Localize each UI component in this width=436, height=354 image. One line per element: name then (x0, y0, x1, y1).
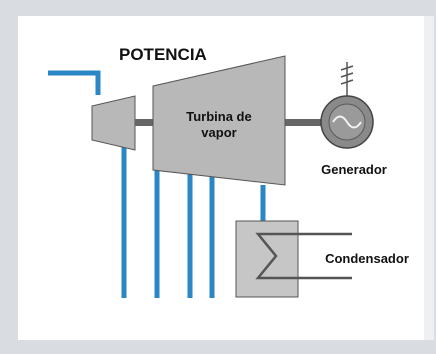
main-steam-pipe (48, 70, 101, 95)
steam-turbine (152, 55, 286, 186)
turbine-label-line1: Turbina de (186, 109, 251, 124)
cooling-water-pipes (298, 232, 352, 280)
condenser-coil (255, 232, 298, 280)
condenser (235, 220, 352, 298)
condenser-body (235, 220, 299, 298)
turbine-label-line2: vapor (201, 125, 236, 140)
turbine-shaft (135, 119, 153, 126)
hp-turbine-stage (91, 95, 136, 151)
antenna-icon (340, 62, 354, 96)
generator-label: Generador (321, 162, 387, 177)
diagram-title: POTENCIA (119, 45, 207, 64)
condenser-label: Condensador (325, 251, 409, 266)
steam-pipes (48, 70, 266, 298)
ac-wave-icon (332, 115, 362, 129)
generator-shaft (285, 119, 325, 126)
generator (320, 62, 374, 149)
panel-shadow (424, 16, 434, 340)
